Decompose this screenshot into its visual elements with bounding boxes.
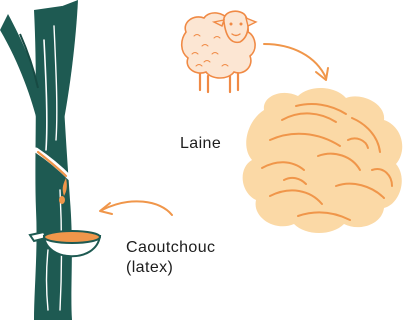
sheep-icon [182, 11, 256, 92]
rubber-label: Caoutchouc (latex) [126, 238, 215, 278]
rubber-label-line2: (latex) [126, 258, 215, 278]
rubber-tree-icon [0, 0, 78, 320]
wool-label: Laine [180, 134, 221, 154]
curved-arrow-icon [100, 201, 172, 215]
rubber-label-line1: Caoutchouc [126, 238, 215, 258]
curved-arrow-icon [264, 44, 328, 80]
wool-ball-icon [243, 88, 403, 233]
